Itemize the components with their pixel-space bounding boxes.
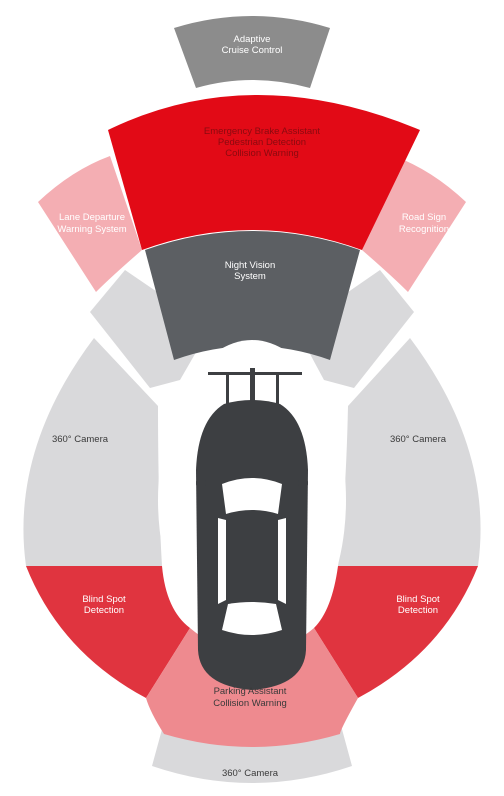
label-line: Pedestrian Detection bbox=[218, 137, 306, 148]
label-line: Warning System bbox=[57, 224, 126, 235]
label-line: 360° Camera bbox=[390, 434, 447, 445]
label-line: 360° Camera bbox=[52, 434, 109, 445]
label-line: Collision Warning bbox=[213, 698, 287, 709]
label-line: Road Sign bbox=[402, 212, 446, 223]
label-line: Detection bbox=[398, 605, 438, 616]
car-icon bbox=[196, 368, 308, 690]
label-line: Night Vision bbox=[225, 260, 276, 271]
label-line: Lane Departure bbox=[59, 212, 125, 223]
label-line: Adaptive bbox=[234, 34, 271, 45]
label-line: Blind Spot bbox=[82, 594, 126, 605]
label-line: Blind Spot bbox=[396, 594, 440, 605]
label-line: Parking Assistant bbox=[214, 686, 287, 697]
label-360-camera-rear: 360° Camera bbox=[222, 768, 279, 779]
zone-emergency-brake bbox=[108, 95, 420, 250]
label-line: Detection bbox=[84, 605, 124, 616]
label-line: Recognition bbox=[399, 224, 449, 235]
label-line: Emergency Brake Assistant bbox=[204, 126, 321, 137]
label-line: 360° Camera bbox=[222, 768, 279, 779]
label-line: Cruise Control bbox=[222, 45, 283, 56]
label-line: System bbox=[234, 271, 266, 282]
label-line: Collision Warning bbox=[225, 148, 299, 159]
label-360-camera-right: 360° Camera bbox=[390, 434, 447, 445]
label-360-camera-left: 360° Camera bbox=[52, 434, 109, 445]
